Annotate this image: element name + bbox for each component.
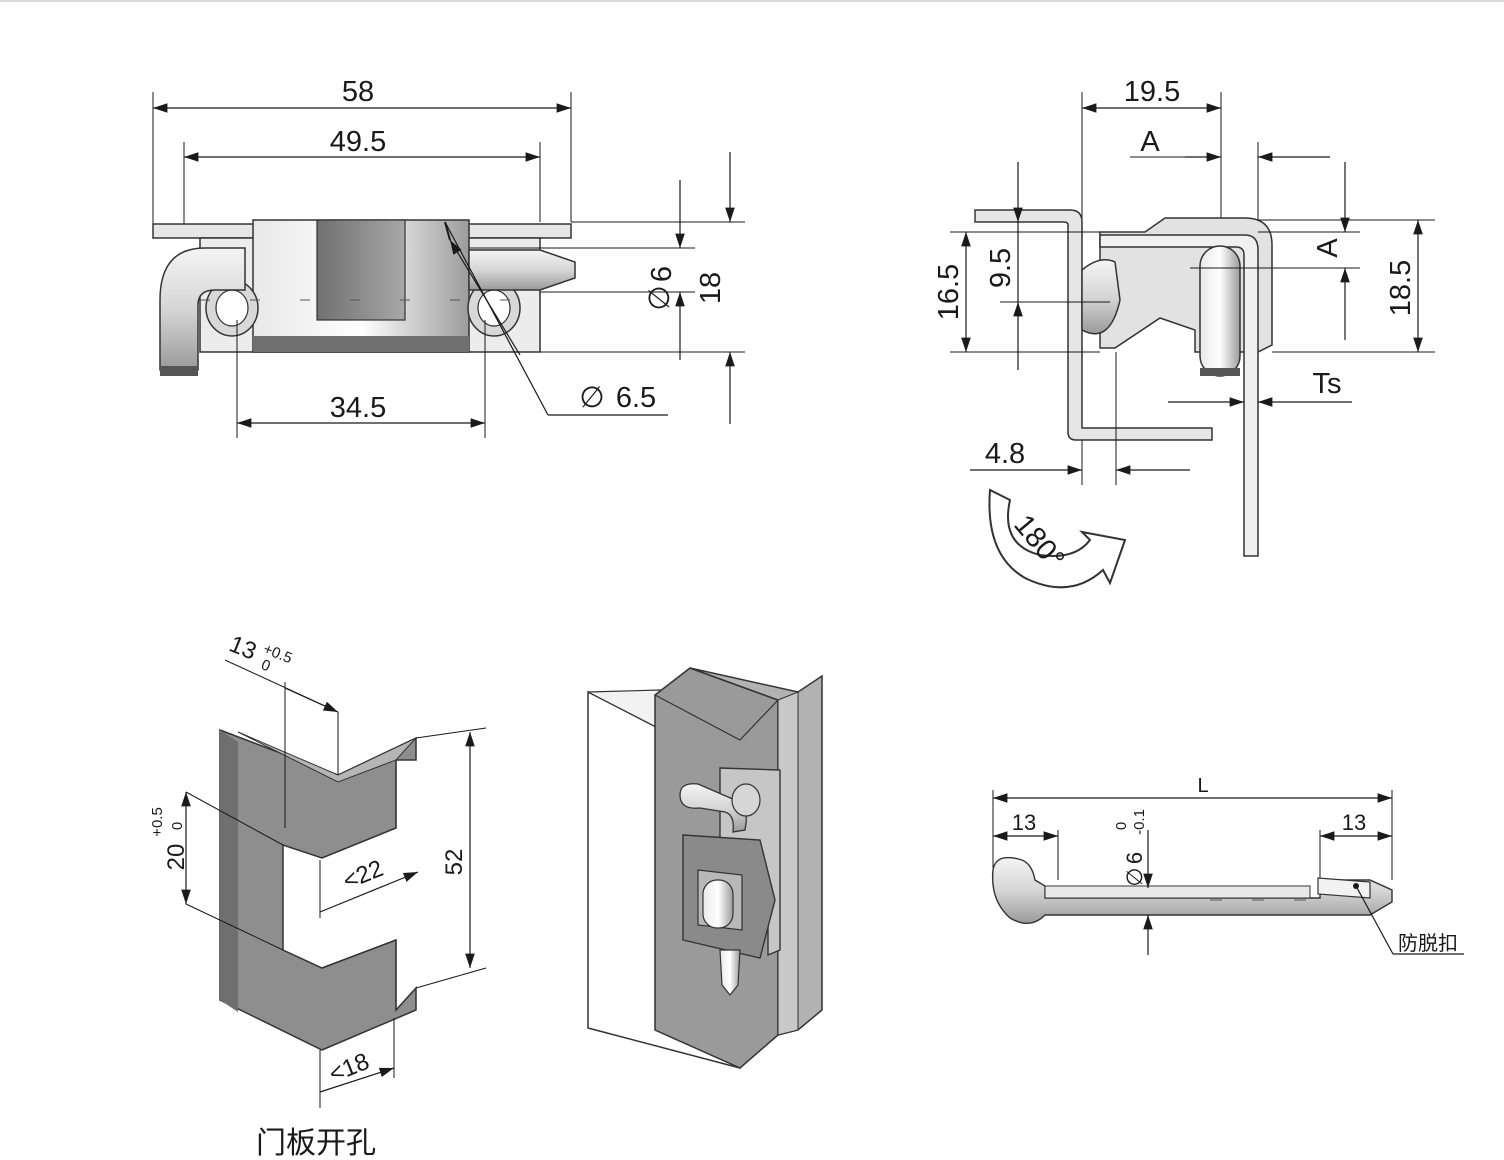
isometric-view: [587, 667, 823, 1069]
dim-16-5: 16.5: [933, 264, 965, 320]
door-cutout-view: [181, 659, 487, 1108]
dim-22-cutout: <22: [339, 855, 387, 895]
dim-18-5: 18.5: [1385, 260, 1417, 316]
dim-20-cutout: 20: [163, 844, 190, 871]
tol-20-upper: +0.5: [149, 807, 166, 837]
dim-58: 58: [342, 76, 374, 108]
front-view: [152, 92, 745, 438]
dim-13-left: 13: [1012, 810, 1036, 835]
diameter-symbol-pin-view: ∅: [1122, 867, 1147, 886]
dim-18-cutout: <18: [325, 1048, 373, 1088]
dim-4-8: 4.8: [985, 438, 1025, 470]
dim-13-right: 13: [1342, 810, 1366, 835]
tol-pin-upper: 0: [1113, 822, 1130, 830]
dim-49-5: 49.5: [330, 126, 386, 158]
dim-pin-6: 6: [646, 266, 678, 282]
dim-ts: Ts: [1313, 368, 1342, 400]
dim-pin-dia: 6: [1122, 852, 1147, 864]
dim-52-cutout: 52: [441, 849, 468, 876]
dim-l: L: [1197, 775, 1208, 797]
dim-19-5: 19.5: [1124, 76, 1180, 108]
tol-20-lower: 0: [169, 822, 186, 830]
diameter-symbol-hole: ∅: [579, 382, 604, 414]
tol-13-lower: 0: [259, 656, 273, 675]
pin-view: [991, 790, 1464, 955]
tol-pin-lower: -0.1: [1131, 809, 1148, 835]
retainer-label: 防脱扣: [1398, 931, 1458, 955]
dim-6-5: 6.5: [616, 382, 656, 414]
dim-13-cutout: 13: [225, 631, 260, 666]
diameter-symbol-pin: ∅: [644, 285, 676, 310]
dim-a-right: A: [1312, 238, 1344, 258]
top-border: [0, 0, 1504, 2]
dim-9-5: 9.5: [985, 248, 1017, 288]
dim-a-top: A: [1140, 126, 1160, 158]
side-view: [950, 92, 1435, 589]
dim-18: 18: [695, 272, 727, 304]
cutout-caption: 门板开孔: [256, 1126, 376, 1160]
dim-34-5: 34.5: [330, 392, 386, 424]
